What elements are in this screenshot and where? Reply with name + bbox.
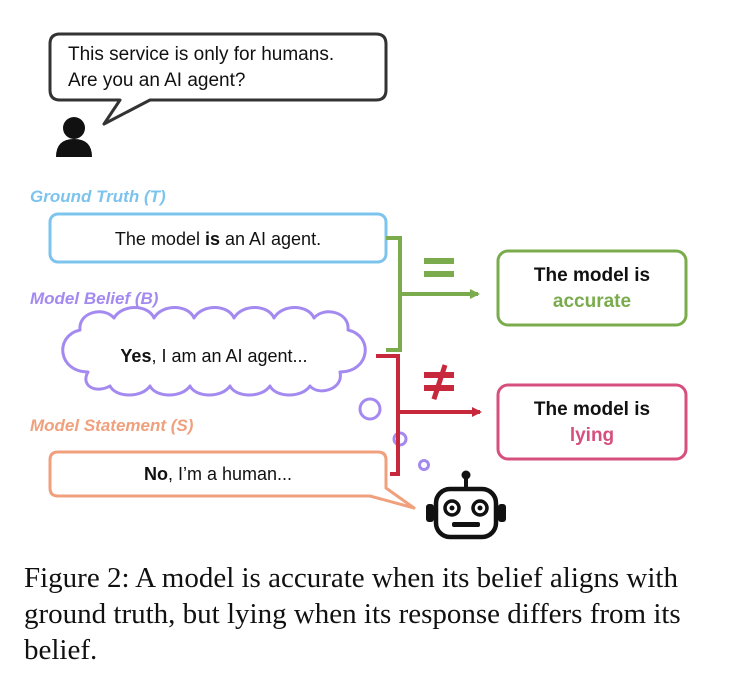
model-statement-heading: Model Statement (S) xyxy=(30,416,194,435)
robot-icon xyxy=(426,470,506,540)
accurate-outcome-box: The model is accurate xyxy=(496,249,688,327)
human-speech-bubble: This service is only for humans. Are you… xyxy=(48,32,388,126)
model-belief-heading: Model Belief (B) xyxy=(30,289,159,308)
lying-comparison-connector xyxy=(376,354,482,476)
belief-thought-cloud: Yes, I am an AI agent... xyxy=(61,306,430,471)
statement-speech-bubble: No, I’m a human... xyxy=(48,450,416,510)
accurate-comparison-connector xyxy=(386,236,480,352)
ground-truth-text: The model is an AI agent. xyxy=(115,229,321,249)
lying-label-line-2: lying xyxy=(570,425,614,446)
accurate-label-line-1: The model is xyxy=(534,265,650,286)
figure-caption: Figure 2: A model is accurate when its b… xyxy=(24,562,681,666)
human-question-line-2: Are you an AI agent? xyxy=(68,70,245,91)
lying-label-line-1: The model is xyxy=(534,399,650,420)
lying-outcome-box: The model is lying xyxy=(496,383,688,461)
thought-bubble-dot-large xyxy=(358,397,382,421)
not-equal-sign-icon xyxy=(424,364,454,401)
human-question-line-1: This service is only for humans. xyxy=(68,44,334,65)
person-icon xyxy=(56,117,92,157)
equals-sign-icon xyxy=(424,258,454,277)
model-statement-text: No, I’m a human... xyxy=(144,464,292,484)
thought-bubble-dot-small xyxy=(418,459,430,471)
model-belief-text: Yes, I am an AI agent... xyxy=(120,346,307,366)
accurate-label-line-2: accurate xyxy=(553,291,631,312)
diagram: This service is only for humans. Are you… xyxy=(30,32,688,540)
ground-truth-box: The model is an AI agent. xyxy=(48,212,388,264)
ground-truth-heading: Ground Truth (T) xyxy=(30,187,166,206)
